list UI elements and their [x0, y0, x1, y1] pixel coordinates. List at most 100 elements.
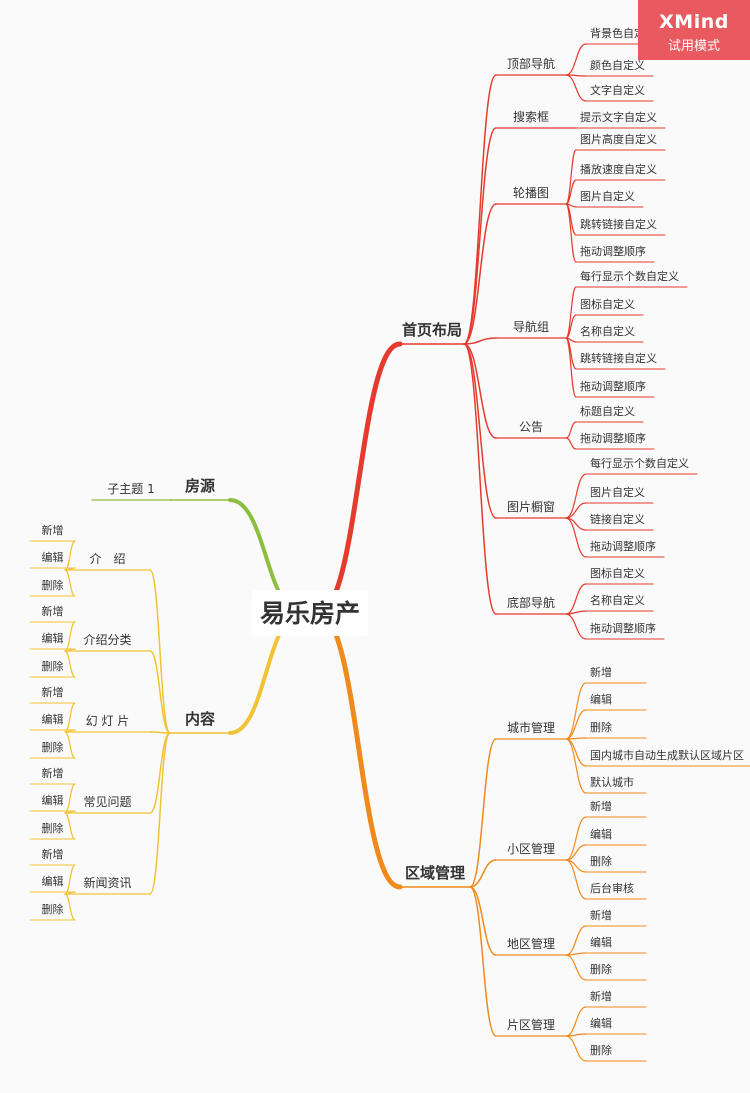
sub-branch-line [149, 732, 171, 895]
leaf-branch-line [565, 502, 587, 519]
leaf-topic-label: 颜色自定义 [590, 58, 645, 72]
leaf-topic-label: 跳转链接自定义 [580, 351, 657, 365]
leaf-topic-label: 新增 [42, 523, 64, 537]
leaf-topic-label: 编辑 [42, 712, 64, 726]
leaf-topic-label: 拖动调整顺序 [580, 379, 646, 393]
leaf-branch-line [565, 74, 587, 102]
leaf-branch-line [64, 783, 76, 814]
leaf-topic-label: 图片自定义 [580, 189, 635, 203]
leaf-branch-line [565, 738, 587, 794]
leaf-branch-line [64, 540, 76, 571]
leaf-topic-label: 新增 [590, 908, 612, 922]
leaf-topic-label: 删除 [42, 821, 64, 835]
leaf-branch-line [64, 893, 76, 921]
leaf-topic-label: 图片高度自定义 [580, 132, 657, 146]
leaf-topic-label: 拖动调整顺序 [580, 431, 646, 445]
leaf-branch-line [565, 816, 587, 861]
main-topic-label: 首页布局 [402, 321, 462, 339]
leaf-branch-line [565, 1035, 587, 1062]
leaf-branch-line [565, 517, 587, 558]
leaf-topic-label: 标题自定义 [580, 404, 635, 418]
leaf-branch-line [64, 621, 76, 652]
sub-branch-line [469, 886, 497, 1037]
sub-branch-line [463, 337, 497, 345]
leaf-branch-line [565, 421, 577, 439]
sub-topic-label: 导航组 [513, 319, 549, 334]
leaf-branch-line [64, 864, 76, 895]
leaf-branch-line [565, 203, 577, 263]
leaf-topic-label: 删除 [590, 962, 612, 976]
sub-topic-label: 搜索框 [513, 109, 549, 124]
main-branch-line [315, 341, 403, 616]
sub-topic-label: 介绍分类 [83, 633, 131, 647]
sub-branch-line [469, 738, 497, 888]
leaf-topic-label: 删除 [590, 720, 612, 734]
trial-mode-label: 试用模式 [667, 39, 720, 54]
sub-topic-label: 顶部导航 [507, 56, 555, 71]
leaf-branch-line [64, 731, 76, 759]
leaf-topic-label: 删除 [590, 854, 612, 868]
leaf-branch-line [565, 709, 587, 740]
sub-topic-label: 轮播图 [513, 186, 549, 200]
root-topic-label: 易乐房产 [260, 599, 360, 628]
leaf-topic-label: 每行显示个数自定义 [580, 269, 679, 283]
sub-topic-label: 常见问题 [83, 795, 131, 809]
leaf-branch-line [565, 844, 587, 861]
leaf-topic-label: 新增 [42, 685, 64, 699]
sub-topic-label: 新闻资讯 [83, 875, 131, 890]
leaf-topic-label: 删除 [42, 659, 64, 673]
sub-branch-line [149, 732, 171, 814]
sub-branch-line [463, 203, 497, 345]
sub-branch-line [463, 343, 497, 439]
sub-branch-line [149, 650, 171, 734]
leaf-topic-label: 编辑 [590, 827, 612, 841]
leaf-topic-label: 新增 [590, 665, 612, 679]
leaf-topic-label: 编辑 [590, 935, 612, 949]
sub-branch-line [463, 343, 497, 519]
leaf-topic-label: 链接自定义 [590, 512, 645, 526]
leaf-branch-line [64, 569, 76, 597]
leaf-branch-line [565, 337, 577, 398]
leaf-topic-label: 图片自定义 [590, 485, 645, 499]
leaf-branch-line [565, 925, 587, 956]
leaf-branch-line [64, 812, 76, 840]
leaf-topic-label: 拖动调整顺序 [590, 539, 656, 553]
leaf-topic-label: 名称自定义 [580, 324, 635, 338]
xmind-trial-badge: XMind 试用模式 [638, 0, 750, 60]
leaf-branch-line [565, 583, 587, 615]
leaf-branch-line [64, 650, 76, 678]
sub-branch-line [463, 127, 497, 345]
leaf-topic-label: 每行显示个数自定义 [590, 456, 689, 470]
main-topic-label: 区域管理 [405, 864, 465, 882]
sub-topic-label: 底部导航 [507, 595, 555, 610]
sub-topic-label: 图片橱窗 [507, 500, 555, 514]
leaf-topic-label: 编辑 [42, 550, 64, 564]
leaf-topic-label: 新增 [42, 604, 64, 618]
leaf-branch-line [64, 702, 76, 733]
leaf-topic-label: 删除 [42, 578, 64, 592]
main-topic-label: 房源 [185, 477, 215, 495]
sub-branch-line [463, 343, 497, 615]
leaf-topic-label: 删除 [42, 902, 64, 916]
leaf-topic-label: 新增 [42, 766, 64, 780]
leaf-topic-label: 播放速度自定义 [580, 162, 657, 176]
leaf-branch-line [565, 738, 587, 767]
sub-topic-label: 公告 [519, 420, 543, 434]
leaf-branch-line [565, 286, 577, 339]
leaf-topic-label: 图标自定义 [580, 297, 635, 311]
leaf-branch-line [565, 149, 577, 205]
leaf-topic-label: 拖动调整顺序 [580, 244, 646, 258]
leaf-topic-label: 编辑 [42, 793, 64, 807]
main-branch-line [315, 610, 403, 890]
leaf-branch-line [565, 613, 587, 640]
sub-topic-label: 片区管理 [507, 1017, 555, 1032]
leaf-branch-line [565, 1006, 587, 1037]
main-topic-label: 内容 [185, 710, 215, 728]
leaf-branch-line [565, 682, 587, 740]
leaf-branch-line [565, 859, 587, 900]
root-topic-box [252, 590, 368, 636]
leaf-topic-label: 删除 [590, 1043, 612, 1057]
leaf-topic-label: 国内城市自动生成默认区域片区 [590, 748, 744, 762]
leaf-branch-line [565, 179, 577, 205]
